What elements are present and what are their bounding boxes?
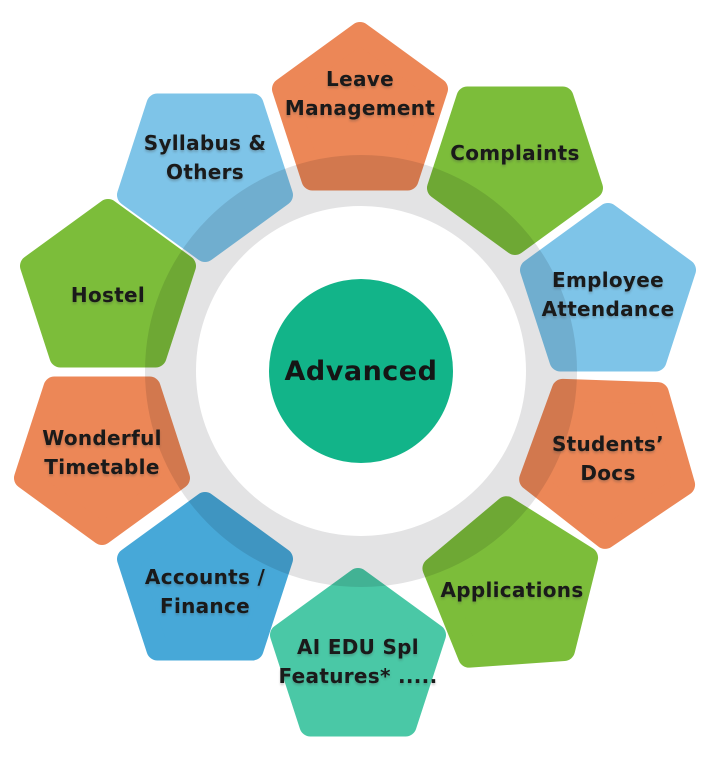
pentagon-shape-icon — [426, 86, 603, 255]
pentagon-shape-icon — [20, 199, 196, 368]
center-circle: Advanced — [269, 279, 453, 463]
pentagon-shape-icon — [270, 568, 446, 737]
pentagon-shape-icon — [272, 22, 448, 191]
pentagon-shape-icon — [13, 376, 190, 545]
pentagon-shape-icon — [117, 492, 293, 661]
center-label: Advanced — [284, 355, 438, 387]
pentagon-shape-icon — [520, 203, 696, 372]
pentagon-syllabus-others: Syllabus & Others — [105, 70, 305, 270]
pentagon-shape-icon — [422, 496, 599, 668]
pentagon-shape-icon — [116, 93, 293, 262]
pentagon-shape-icon — [519, 378, 696, 549]
